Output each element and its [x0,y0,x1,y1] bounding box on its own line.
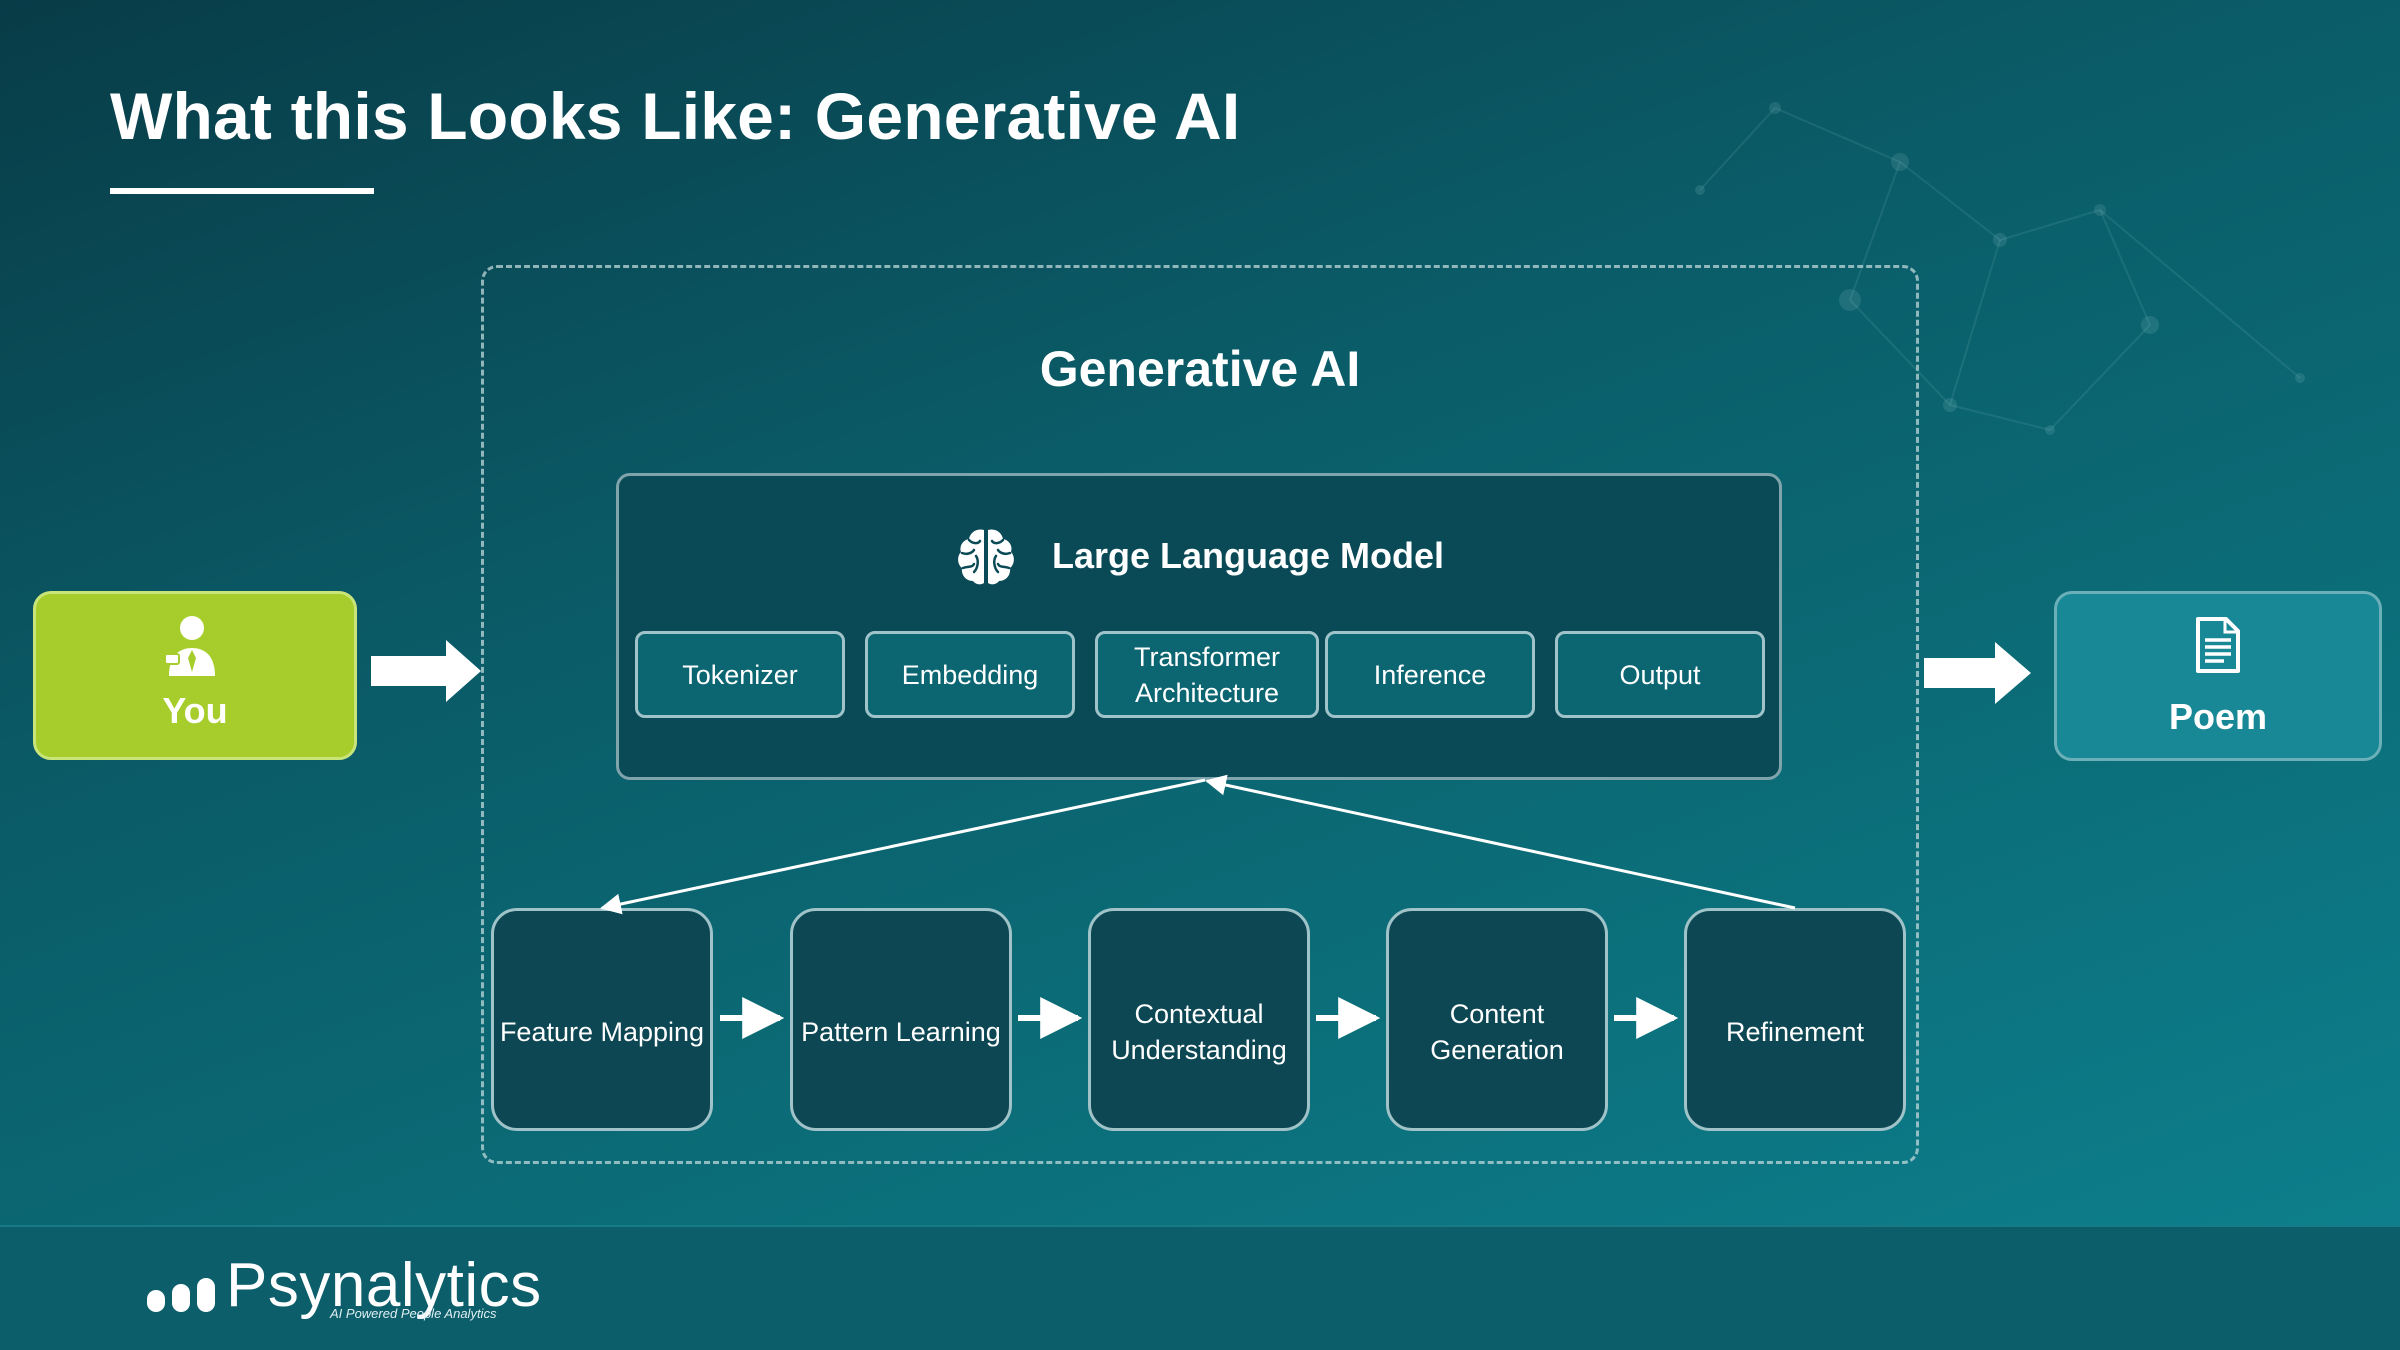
input-label: You [162,690,228,731]
title-underline [110,188,374,194]
generative-ai-frame [481,265,1919,1164]
component-output: Output [1555,631,1765,718]
logo-mark-icon [147,1278,215,1312]
document-icon [2196,617,2240,673]
step-pattern-learning: Pattern Learning [790,908,1012,1131]
footer-bar [0,1225,2400,1350]
llm-header: Large Language Model [616,520,1782,592]
llm-box [616,473,1782,780]
llm-title: Large Language Model [1051,535,1445,576]
step-refinement: Refinement [1684,908,1906,1131]
slide-title: What this Looks Like: Generative AI [110,79,1241,153]
step-content-generation: Content Generation [1386,908,1608,1131]
output-arrow [1924,642,2031,704]
input-arrow [371,640,481,702]
component-tokenizer: Tokenizer [635,631,845,718]
person-icon [164,616,215,676]
brand-tagline: AI Powered People Analytics [330,1306,497,1321]
llm-to-feature-mapping-line [599,778,1206,915]
generative-ai-title: Generative AI [1039,341,1361,397]
step-feature-mapping: Feature Mapping [491,908,713,1131]
component-transformer-architecture: Transformer Architecture [1095,631,1319,718]
brand-logo-text: Psynalytics [226,1251,542,1320]
brain-icon [958,529,1014,585]
component-embedding: Embedding [865,631,1075,718]
component-inference: Inference [1325,631,1535,718]
step-contextual-understanding: Contextual Understanding [1088,908,1310,1131]
refinement-to-llm-line [1204,774,1796,910]
output-label: Poem [2168,696,2268,737]
